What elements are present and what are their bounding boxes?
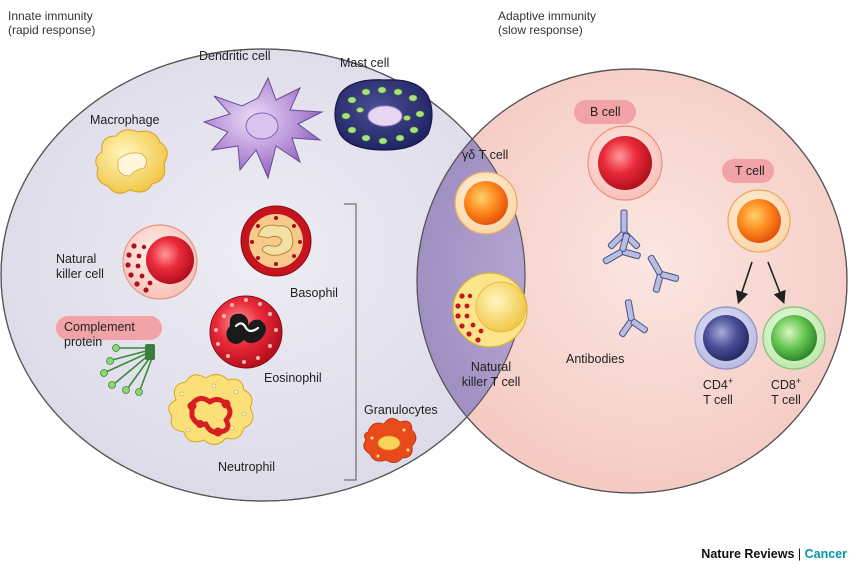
gamma-delta-t-cell-label: γδ T cell [462,148,509,162]
b-cell-icon [587,125,663,201]
macrophage-label: Macrophage [90,113,160,127]
b-cell-label: B cell [590,105,621,119]
cd8-line1: CD8+ [756,374,816,393]
arrow-to-cd8 [767,261,786,304]
antibodies-label: Antibodies [566,352,625,366]
journal-credit: Nature Reviews | Cancer [701,547,847,561]
cd8-t-cell-icon [762,306,826,370]
cd4-text: CD4 [702,378,728,393]
cd4-t-cell-icon [694,306,758,370]
innate-header: Innate immunity (rapid response) [8,9,95,37]
adaptive-header: Adaptive immunity (slow response) [498,9,596,37]
complement-line1: Complement [64,320,135,334]
t-cell-icon [727,189,791,253]
gamma-delta-t-cell-icon [454,171,518,235]
mast-cell-icon [334,79,433,151]
cd4-t-cell-label: CD4+ T cell [688,374,748,408]
b-cell-highlight [574,100,636,124]
basophil-label: Basophil [290,286,338,300]
cd4-line1: CD4+ [688,374,748,393]
complement-line2: protein [64,335,103,349]
macrophage-icon [95,129,168,194]
eosinophil-label: Eosinophil [264,371,322,385]
natural-killer-t-cell-icon [452,272,528,348]
natural-killer-line1: Natural [56,252,97,266]
neutrophil-label: Neutrophil [218,460,275,474]
dendritic-cell-icon [202,76,324,180]
mast-cell-label: Mast cell [340,56,390,70]
dendritic-cell-label: Dendritic cell [199,49,271,63]
antibodies-icon [602,209,680,338]
journal-section: Cancer [804,547,847,561]
cd8-t-cell-label: CD8+ T cell [756,374,816,408]
arrow-to-cd4 [735,261,753,305]
cd4-sup: + [727,376,734,386]
neutrophil-icon [168,374,254,445]
cd8-line2: T cell [771,393,801,408]
natural-killer-line2: killer cell [56,267,104,281]
cd8-text: CD8 [770,378,796,393]
t-cell-label: T cell [735,164,765,178]
cd4-line2: T cell [703,393,733,408]
natural-killer-label: Natural killer cell [56,252,104,282]
journal-separator: | [794,547,805,561]
complement-protein-icon [100,344,155,396]
t-cell-highlight [722,159,774,183]
granulocytes-bracket [344,203,357,481]
natural-killer-t-line1: Natural [470,360,512,374]
natural-killer-cell-icon [122,224,198,300]
innate-subtitle: (rapid response) [8,23,96,37]
innate-title: Innate immunity [8,9,93,23]
natural-killer-t-cell-label: Natural killer T cell [450,360,532,390]
cd8-sup: + [795,376,802,386]
adaptive-subtitle: (slow response) [498,23,583,37]
journal-name: Nature Reviews [701,547,795,561]
complement-highlight [56,316,162,340]
adaptive-title: Adaptive immunity [498,9,597,23]
granulocytes-label: Granulocytes [364,403,438,417]
natural-killer-t-line2: killer T cell [461,375,521,389]
eosinophil-icon [209,295,283,369]
complement-label: Complement protein [64,320,135,350]
granulocyte-icon [363,418,417,463]
basophil-icon [240,205,312,277]
